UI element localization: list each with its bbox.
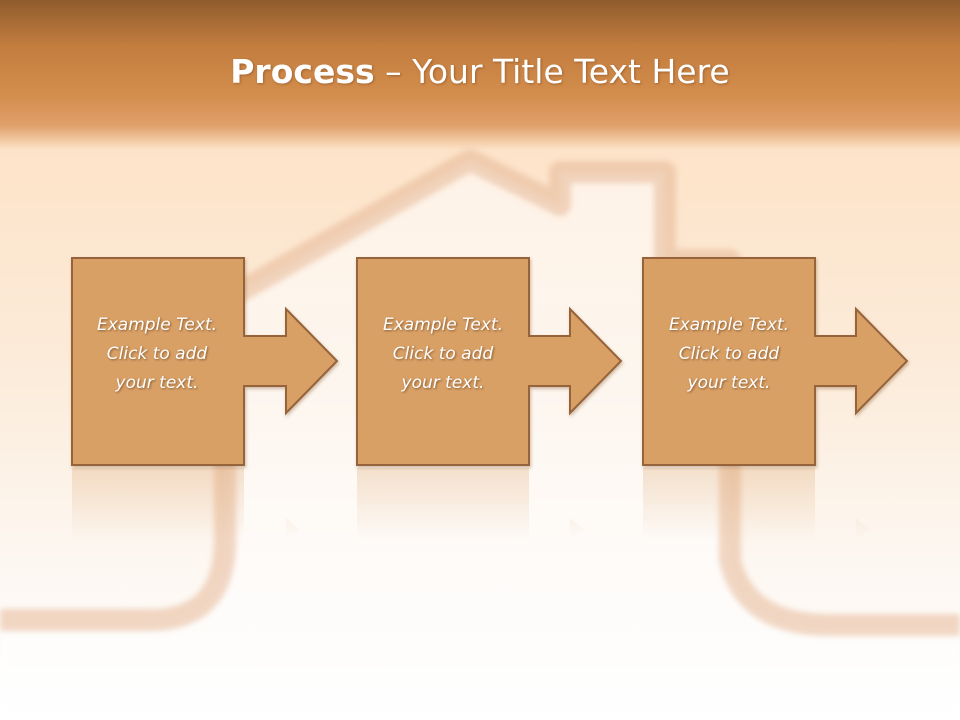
step-2-line-1: Example Text. <box>382 315 504 335</box>
step-3-line-2: Click to add <box>678 344 780 364</box>
process-step-2-shape[interactable] <box>356 257 623 466</box>
process-step-1-reflection <box>72 468 300 540</box>
step-1-line-3: your text. <box>115 373 199 393</box>
step-2-line-3: your text. <box>401 373 485 393</box>
process-step-3-shape[interactable] <box>642 257 909 466</box>
process-step-3-text[interactable]: Example Text. Click to add your text. <box>644 311 814 398</box>
process-step-3-reflection <box>643 468 870 540</box>
step-3-line-3: your text. <box>687 373 771 393</box>
step-2-line-2: Click to add <box>392 344 494 364</box>
process-step-2-reflection <box>357 468 584 540</box>
title-rest: – Your Title Text Here <box>374 52 730 91</box>
process-step-1-shape[interactable] <box>71 257 339 466</box>
slide-title[interactable]: Process – Your Title Text Here <box>0 52 960 91</box>
step-3-line-1: Example Text. <box>668 315 790 335</box>
step-1-line-1: Example Text. <box>96 315 218 335</box>
title-bar <box>0 0 960 150</box>
title-bold: Process <box>230 52 375 91</box>
process-step-1-text[interactable]: Example Text. Click to add your text. <box>72 311 242 398</box>
process-step-2-text[interactable]: Example Text. Click to add your text. <box>358 311 528 398</box>
step-1-line-2: Click to add <box>106 344 208 364</box>
